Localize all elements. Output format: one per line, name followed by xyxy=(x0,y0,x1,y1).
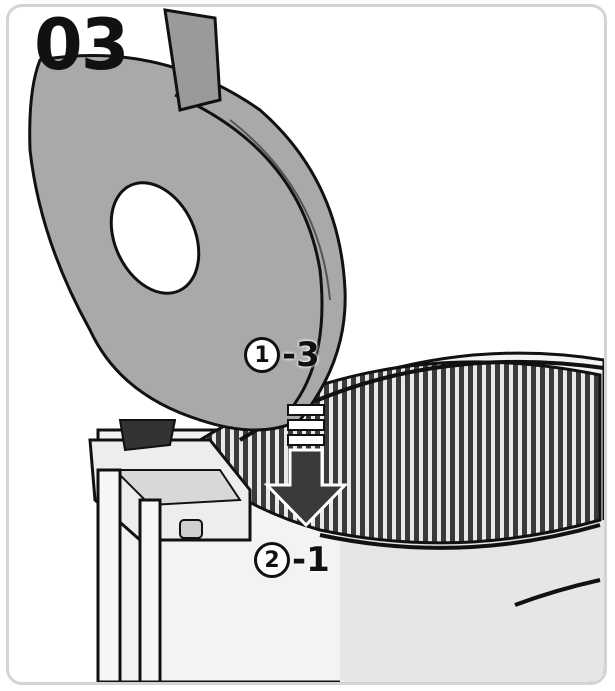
circled-number: 2 xyxy=(254,542,290,578)
callout-1: 1 -3 xyxy=(244,335,320,375)
container-rim-lower xyxy=(319,523,601,550)
lid-latch xyxy=(163,8,222,112)
callout-2: 2 -1 xyxy=(254,540,330,580)
circled-number: 1 xyxy=(244,337,280,373)
lid-opening xyxy=(109,181,201,295)
side-post-left xyxy=(96,468,122,682)
side-post-right xyxy=(138,498,162,682)
down-arrow-icon xyxy=(263,404,349,528)
handle-stroke xyxy=(514,578,601,607)
callout-suffix: -3 xyxy=(282,335,320,375)
lid-rim-inner xyxy=(229,119,331,301)
callout-suffix: -1 xyxy=(292,540,330,580)
lid-hinge-arm xyxy=(118,419,177,452)
step-number: 03 xyxy=(34,4,129,86)
hinge-screw xyxy=(179,519,203,539)
hinge-detail xyxy=(112,469,242,507)
lid-rim xyxy=(174,93,324,411)
